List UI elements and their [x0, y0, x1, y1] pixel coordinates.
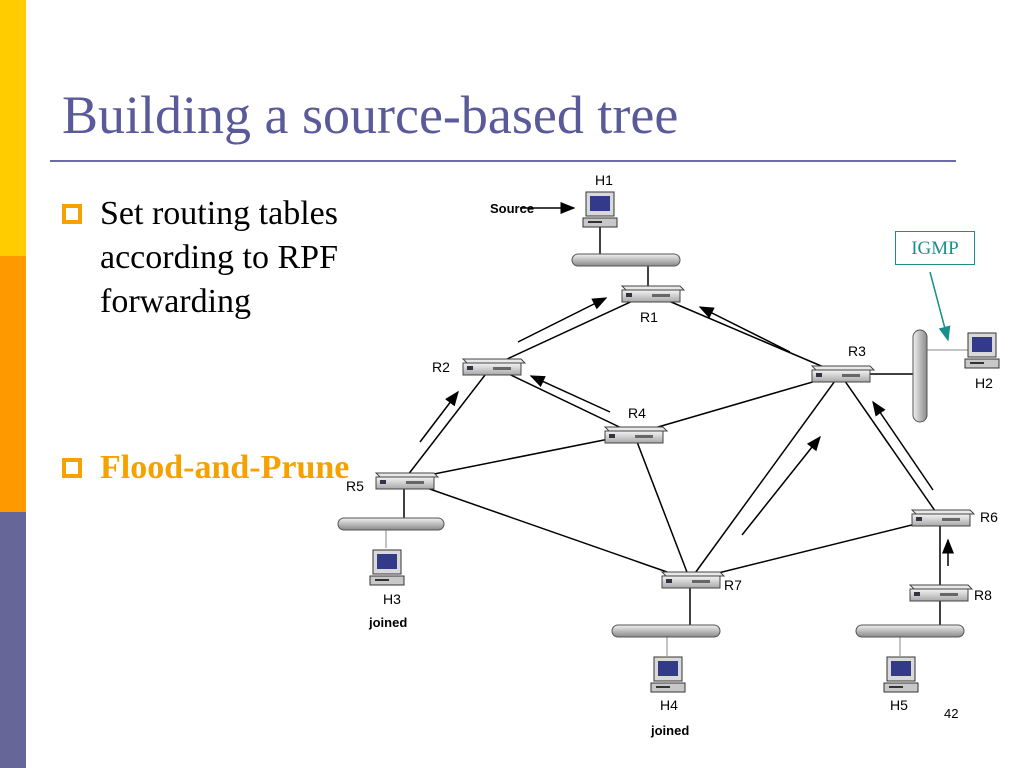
label-r2: R2	[432, 359, 450, 375]
router-r3	[810, 365, 876, 383]
computer-icon	[964, 332, 1000, 369]
link-r4-r5	[403, 433, 635, 481]
router-r5	[374, 472, 440, 490]
link-r2-r5	[403, 365, 493, 481]
bus-h1	[571, 253, 681, 267]
label-h3: H3	[383, 591, 401, 607]
arrow-r4-to-r2	[529, 375, 611, 413]
accent-bar-middle	[0, 256, 26, 512]
router-r7	[660, 571, 726, 589]
computer-icon	[883, 656, 919, 693]
label-r4: R4	[628, 405, 646, 421]
label-h5: H5	[890, 697, 908, 713]
page-number: 42	[944, 706, 959, 721]
link-r5-r7	[403, 479, 691, 581]
router-r2	[461, 358, 527, 376]
bullet-flood-prune: Flood-and-Prune	[62, 446, 382, 490]
computer-icon	[650, 656, 686, 693]
arrow-r2-to-r1	[517, 297, 608, 343]
accent-bar-bottom	[0, 512, 26, 768]
accent-bar-top	[0, 0, 26, 256]
arrows	[419, 202, 954, 566]
link-r4-r3	[633, 373, 841, 435]
label-h1: H1	[595, 172, 613, 188]
label-r8: R8	[974, 587, 992, 603]
bus-h5	[855, 624, 965, 638]
hosts	[369, 191, 1000, 693]
link-r1-r2	[491, 292, 651, 367]
link-r7-r6	[689, 517, 941, 581]
arrow-r3-to-r1	[698, 306, 791, 353]
title-underline	[50, 160, 956, 162]
link-r3-r6	[839, 373, 941, 519]
arrow-r5-to-r2	[419, 390, 459, 443]
computer-icon	[369, 549, 405, 586]
label-h2: H2	[975, 375, 993, 391]
label-joined-h4: joined	[650, 723, 689, 738]
label-joined-h3: joined	[368, 615, 407, 630]
bullet-square-icon	[62, 204, 82, 224]
label-r6: R6	[980, 509, 998, 525]
bus-segments	[337, 253, 965, 638]
labels: H1 Source R1 R2 R3 H2 R4 R5 R6 R7 R8 H3 …	[346, 172, 998, 738]
link-r4-r7	[633, 433, 691, 581]
label-r3: R3	[848, 343, 866, 359]
bullet-flood-prune-text: Flood-and-Prune	[100, 449, 350, 486]
arrow-r7-to-r3	[741, 435, 821, 536]
link-r2-r4	[491, 365, 635, 435]
link-r3-r7	[689, 373, 841, 581]
igmp-callout: IGMP	[895, 231, 975, 265]
bullet-square-icon	[62, 458, 82, 478]
routers	[374, 285, 976, 602]
slide-title: Building a source-based tree	[62, 85, 679, 145]
router-r1	[620, 285, 686, 303]
arrow-igmp	[929, 271, 951, 342]
bus-h2	[912, 329, 928, 423]
label-r7: R7	[724, 577, 742, 593]
label-source: Source	[490, 201, 534, 216]
router-r8	[908, 584, 974, 602]
links	[385, 226, 978, 656]
router-r6	[910, 509, 976, 527]
link-r1-r3	[649, 292, 841, 375]
label-r1: R1	[640, 309, 658, 325]
router-r4	[603, 426, 669, 444]
arrow-r6-to-r3	[872, 400, 934, 491]
bus-h4	[611, 624, 721, 638]
computer-icon	[582, 191, 618, 228]
bullet-rpf: Set routing tables according to RPF forw…	[62, 192, 402, 324]
label-r5: R5	[346, 478, 364, 494]
bus-h3	[337, 517, 445, 531]
label-h4: H4	[660, 697, 678, 713]
bullet-rpf-text: Set routing tables according to RPF forw…	[100, 195, 338, 320]
